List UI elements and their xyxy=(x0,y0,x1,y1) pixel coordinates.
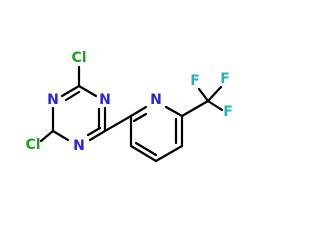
bond-p2-cf3 xyxy=(180,99,210,118)
atom-n-pyridine: N xyxy=(150,92,162,108)
atom-n-triazine-bottom: N xyxy=(73,138,85,154)
bond-n3-c2-inner xyxy=(86,126,102,137)
bond-cf3-f-right-top xyxy=(206,85,223,103)
bond-p1-n xyxy=(129,105,148,118)
bond-triazine-pyridine xyxy=(103,114,133,133)
bond-c1-n2 xyxy=(77,84,98,98)
atom-f-right-top: F xyxy=(220,71,230,87)
bond-cf3-f-right-bottom xyxy=(206,99,224,112)
bond-p3-p4 xyxy=(154,144,184,163)
bonds xyxy=(39,65,224,163)
bond-c1-n1-inner xyxy=(64,90,81,102)
bond-n-p2 xyxy=(164,105,184,118)
atom-n-triazine-top-left: N xyxy=(47,92,59,108)
bond-p1-n-inner xyxy=(132,112,148,123)
atom-f-top: F xyxy=(190,73,200,89)
bond-c3-n3 xyxy=(51,129,70,142)
bond-c1-n1 xyxy=(60,84,81,98)
atom-cl-top: Cl xyxy=(71,50,86,66)
bond-c3-cl xyxy=(39,129,55,143)
atom-n-triazine-top-right: N xyxy=(99,92,111,108)
atom-labels: Cl Cl N N N N F F F xyxy=(25,50,232,154)
bond-cf3-f-top xyxy=(197,87,210,103)
bond-p4-p5-inner xyxy=(134,141,158,157)
chemical-structure: Cl Cl N N N N F F F xyxy=(25,50,233,163)
bond-n3-c2 xyxy=(88,129,107,142)
bond-p4-p5 xyxy=(129,144,158,163)
atom-cl-left: Cl xyxy=(25,137,40,153)
atom-f-right-bottom: F xyxy=(223,104,233,120)
